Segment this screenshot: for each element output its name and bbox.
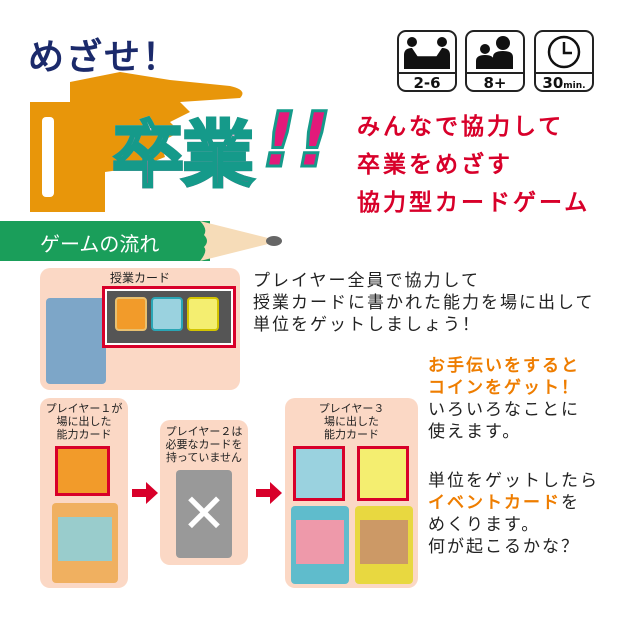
player-count-badge: 2-6	[397, 30, 457, 92]
logo-catchphrase: めざせ！	[28, 37, 181, 78]
play-time: 30min.	[536, 72, 592, 92]
ability-card	[52, 503, 118, 583]
text-line: 使えます。	[428, 422, 522, 442]
lesson-card-image	[46, 298, 106, 384]
text-suffix: を	[561, 493, 580, 513]
text-line: いろいろなことに	[428, 400, 580, 420]
label-line: 持っていません	[165, 451, 243, 464]
player2-label: プレイヤー２は必要なカードを持っていません	[160, 425, 248, 464]
min-age: 8+	[467, 72, 523, 90]
label-line: 能力カード	[324, 428, 379, 441]
player1-label: プレイヤー１が場に出した能力カード	[40, 402, 128, 441]
play-time-badge: 30min.	[534, 30, 594, 92]
label-line: 能力カード	[56, 428, 112, 441]
arrow-right-icon	[256, 482, 282, 504]
tagline-line: 協力型カードゲーム	[357, 190, 591, 216]
age-people-icon	[467, 32, 523, 72]
people-icon	[187, 297, 219, 331]
text-line: お手伝いをすると	[428, 356, 580, 376]
step1-text: プレイヤー全員で協力して 授業カードに書かれた能力を場に出して 単位をゲットしま…	[253, 270, 595, 336]
label-line: プレイヤー２は	[165, 425, 243, 438]
play-time-unit: min.	[563, 81, 586, 91]
age-badge: 8+	[465, 30, 525, 92]
ability-card	[291, 506, 349, 584]
section-title: ゲームの流れ	[40, 232, 160, 256]
event-text: 単位をゲットしたら イベントカードを めくります。 何が起こるかな？	[428, 470, 599, 558]
event-card-highlight: イベントカード	[428, 493, 561, 513]
tagline: みんなで協力して 卒業をめざす 協力型カードゲーム	[357, 108, 590, 222]
title-exclamation: !!	[260, 94, 332, 186]
ability-callout	[102, 286, 236, 348]
text-line: 授業カードに書かれた能力を場に出して	[253, 293, 595, 313]
laptop-icon	[151, 297, 183, 331]
label-line: 場に出した	[324, 415, 379, 428]
text-line: 何が起こるかな？	[428, 537, 580, 557]
tagline-line: 卒業をめざす	[357, 152, 513, 178]
player2-panel: プレイヤー２は必要なカードを持っていません ✕	[160, 420, 248, 565]
text-line: コインをゲット！	[428, 378, 580, 398]
text-line: 単位をゲットしたら	[428, 471, 599, 491]
label-line: 場に出した	[56, 415, 112, 428]
players-table-icon	[399, 32, 455, 72]
play-time-value: 30	[542, 74, 564, 92]
no-card-x-icon: ✕	[176, 470, 232, 558]
game-title: 卒業	[110, 96, 255, 201]
tagline-line: みんなで協力して	[357, 114, 565, 140]
player-count: 2-6	[399, 72, 455, 90]
text-line: イベントカードを	[428, 492, 599, 514]
coin-text: お手伝いをすると コインをゲット！ いろいろなことに 使えます。	[428, 355, 580, 443]
label-line: 必要なカードを	[165, 438, 243, 451]
lesson-card-panel: 授業カード	[40, 268, 240, 390]
text-line: プレイヤー全員で協力して	[253, 271, 480, 291]
clock-icon	[536, 32, 592, 72]
pointing-hand-icon	[30, 72, 243, 212]
speech-bubbles-icon	[115, 297, 147, 331]
people-icon	[357, 446, 409, 501]
arrow-right-icon	[132, 482, 158, 504]
ability-card	[355, 506, 413, 584]
laptop-icon	[293, 446, 345, 501]
pencil-tip-icon	[200, 221, 282, 261]
label-line: プレイヤー３	[318, 402, 385, 415]
text-line: めくります。	[428, 515, 541, 535]
section-banner: ゲームの流れ	[0, 221, 210, 261]
lesson-card-label: 授業カード	[110, 271, 171, 285]
speech-bubbles-icon	[55, 446, 110, 496]
player1-panel: プレイヤー１が場に出した能力カード	[40, 398, 128, 588]
label-line: プレイヤー１が	[45, 402, 123, 415]
text-line: 単位をゲットしましょう！	[253, 315, 481, 335]
